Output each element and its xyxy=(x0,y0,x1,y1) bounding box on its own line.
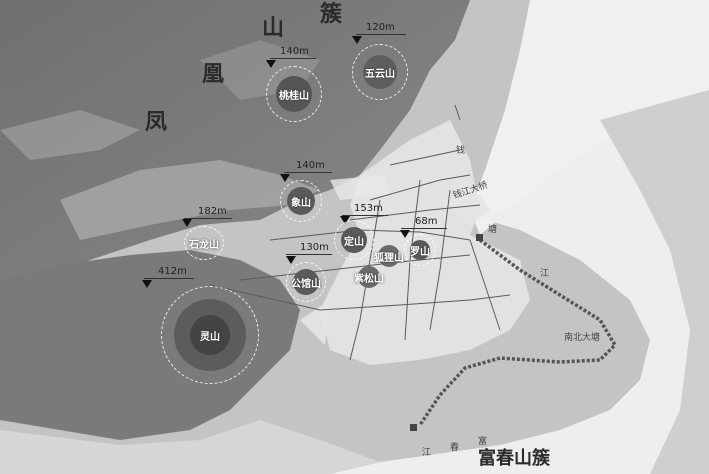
elev-wuyun: 120m xyxy=(356,22,406,35)
peak-zisong[interactable]: 紫松山 xyxy=(354,264,384,290)
elev-shilong: 182m xyxy=(184,206,232,219)
label-river-fu: 富 xyxy=(478,437,488,447)
peak-hushi[interactable]: 狐狸山 xyxy=(374,243,404,269)
marker-gongguan-icon xyxy=(286,256,296,264)
label-river-jiang: 江 xyxy=(422,448,432,458)
label-zu: 簇 xyxy=(320,2,343,27)
marker-luo-icon xyxy=(400,230,410,238)
fuchun-river xyxy=(470,0,709,235)
label-shan: 山 xyxy=(262,16,285,41)
marker-taogui-icon xyxy=(266,60,276,68)
elev-ding: 153m xyxy=(342,203,388,216)
elev-taogui: 140m xyxy=(270,46,316,59)
marker-shilong-icon xyxy=(182,219,192,227)
peak-gongguan[interactable]: 公馆山 xyxy=(286,262,326,302)
label-tang: 塘 xyxy=(488,225,498,235)
marker-xiang-icon xyxy=(280,174,290,182)
peak-shilong[interactable]: 石龙山 xyxy=(184,226,224,260)
marker-ling-icon xyxy=(142,280,152,288)
elev-ling: 412m xyxy=(144,266,194,279)
marker-ding-icon xyxy=(340,216,350,224)
elev-xiang: 140m xyxy=(284,160,332,173)
elev-gongguan: 130m xyxy=(286,242,332,255)
marker-wuyun-icon xyxy=(352,36,362,44)
label-qian: 钱 xyxy=(456,146,466,156)
peak-wuyun[interactable]: 五云山 xyxy=(352,44,408,100)
peak-luo[interactable]: 罗山 xyxy=(404,234,436,266)
peak-ling[interactable]: 灵山 xyxy=(160,285,260,385)
label-fuchun: 富春山簇 xyxy=(478,448,550,469)
peak-ding[interactable]: 定山 xyxy=(334,220,374,260)
label-feng: 凤 xyxy=(145,110,168,135)
bridge-route xyxy=(418,238,618,426)
label-bridge-nb: 南北大塘 xyxy=(564,333,601,343)
label-huang: 凰 xyxy=(202,62,225,87)
elev-luo: 68m xyxy=(401,216,447,229)
peak-xiang[interactable]: 象山 xyxy=(280,180,322,222)
peak-taogui[interactable]: 桃桂山 xyxy=(266,66,322,122)
label-jiang: 江 xyxy=(540,269,550,279)
label-river-chun: 春 xyxy=(450,443,460,453)
road-network xyxy=(209,104,511,361)
